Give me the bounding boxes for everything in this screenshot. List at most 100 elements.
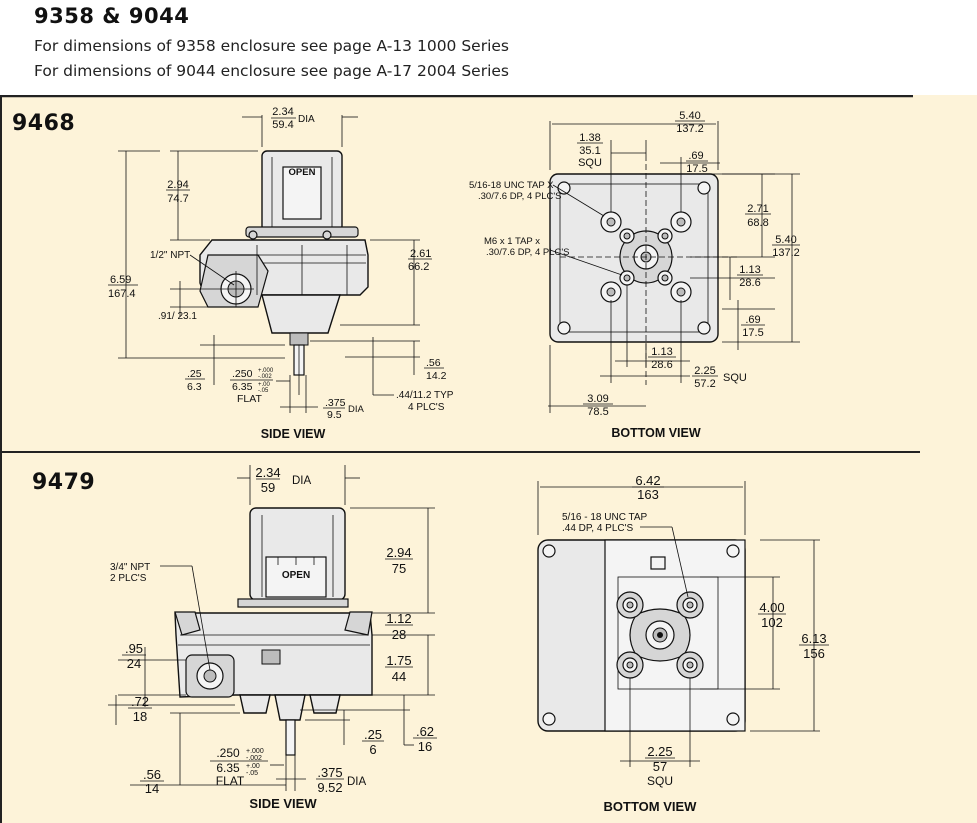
svg-text:137.2: 137.2 — [676, 123, 704, 135]
svg-text:.250: .250 — [216, 746, 240, 760]
svg-text:-.05: -.05 — [246, 770, 258, 777]
svg-text:1.12: 1.12 — [386, 611, 411, 626]
svg-text:66.2: 66.2 — [408, 261, 429, 273]
svg-text:6.59: 6.59 — [110, 274, 131, 286]
svg-text:.91/ 23.1: .91/ 23.1 — [158, 311, 197, 322]
svg-text:2.34: 2.34 — [272, 106, 293, 118]
svg-text:+.000: +.000 — [246, 748, 264, 755]
tap-holes — [616, 591, 704, 679]
enclosure-note-9358: For dimensions of 9358 enclosure see pag… — [34, 37, 510, 55]
svg-text:.375: .375 — [317, 765, 342, 780]
side-view-9479: OPEN 2.34 59 DIA — [108, 465, 437, 796]
svg-text:.69: .69 — [745, 314, 760, 326]
svg-text:+.000: +.000 — [258, 368, 274, 374]
svg-text:+.00: +.00 — [246, 763, 260, 770]
svg-text:+.00: +.00 — [258, 382, 271, 388]
svg-text:9.5: 9.5 — [327, 409, 342, 421]
model-title-9479: 9479 — [32, 470, 96, 495]
svg-text:2.94: 2.94 — [167, 179, 188, 191]
svg-text:.25: .25 — [187, 368, 202, 380]
tap-holes-5-16 — [600, 211, 692, 303]
svg-text:2.71: 2.71 — [747, 203, 768, 215]
svg-text:4 PLC'S: 4 PLC'S — [408, 402, 445, 413]
svg-text:68.8: 68.8 — [747, 217, 768, 229]
drawing-panel: OPEN 2.34 59 — [0, 95, 977, 823]
svg-text:.44/11.2 TYP: .44/11.2 TYP — [396, 390, 454, 401]
svg-text:28.6: 28.6 — [739, 277, 760, 289]
svg-text:.25: .25 — [364, 727, 382, 742]
svg-text:24: 24 — [127, 656, 141, 671]
svg-text:-.05: -.05 — [258, 388, 269, 394]
svg-text:.69: .69 — [688, 150, 703, 162]
svg-text:.62: .62 — [416, 724, 434, 739]
svg-text:16: 16 — [418, 739, 432, 754]
svg-text:SQU: SQU — [578, 157, 602, 169]
svg-text:2.94: 2.94 — [386, 545, 411, 560]
svg-text:6.42: 6.42 — [635, 473, 660, 488]
svg-text:3/4" NPT: 3/4" NPT — [110, 562, 150, 573]
svg-text:156: 156 — [803, 646, 825, 661]
svg-text:2.25: 2.25 — [647, 744, 672, 759]
svg-text:5/16-18 UNC TAP X: 5/16-18 UNC TAP X — [469, 180, 554, 191]
svg-text:167.4: 167.4 — [108, 288, 136, 300]
svg-text:-.002: -.002 — [246, 755, 262, 762]
svg-text:102: 102 — [761, 615, 783, 630]
svg-text:78.5: 78.5 — [587, 406, 608, 418]
svg-text:3.09: 3.09 — [587, 393, 608, 405]
svg-text:1.38: 1.38 — [579, 132, 600, 144]
svg-text:1.13: 1.13 — [651, 346, 672, 358]
svg-text:DIA: DIA — [348, 404, 365, 415]
svg-text:6.35: 6.35 — [216, 761, 240, 775]
svg-text:5/16 - 18 UNC TAP: 5/16 - 18 UNC TAP — [562, 512, 648, 523]
svg-text:6.35: 6.35 — [232, 381, 253, 393]
svg-text:6: 6 — [369, 742, 376, 757]
svg-text:5.40: 5.40 — [679, 110, 700, 122]
svg-text:9.52: 9.52 — [317, 780, 342, 795]
drawings-canvas: OPEN 2.34 59 — [0, 95, 920, 823]
svg-text:.56: .56 — [426, 357, 441, 369]
svg-text:DIA: DIA — [347, 776, 367, 788]
svg-text:4.00: 4.00 — [759, 600, 784, 615]
svg-text:59: 59 — [261, 480, 275, 495]
bottom-view-9468: 5.40 137.2 1.38 35.1 SQU .69 17.5 5/16-1… — [469, 110, 800, 418]
svg-text:28.6: 28.6 — [651, 359, 672, 371]
svg-text:DIA: DIA — [298, 114, 315, 125]
svg-text:137.2: 137.2 — [772, 247, 800, 259]
svg-text:-.002: -.002 — [258, 374, 272, 380]
svg-text:57.2: 57.2 — [694, 378, 715, 390]
open-window — [282, 166, 322, 220]
svg-text:.250: .250 — [232, 368, 253, 380]
svg-text:17.5: 17.5 — [742, 327, 763, 339]
svg-text:6.13: 6.13 — [801, 631, 826, 646]
enclosure-note-9044: For dimensions of 9044 enclosure see pag… — [34, 62, 510, 80]
svg-text:57: 57 — [653, 759, 667, 774]
svg-text:.95: .95 — [125, 641, 143, 656]
svg-text:.375: .375 — [325, 397, 346, 409]
svg-text:1.75: 1.75 — [386, 653, 411, 668]
page-title: 9358 & 9044 — [34, 4, 190, 28]
svg-text:14: 14 — [145, 781, 159, 796]
side-view-label-9479: SIDE VIEW — [249, 796, 317, 811]
svg-text:75: 75 — [392, 561, 406, 576]
svg-text:.72: .72 — [131, 694, 149, 709]
svg-text:.30/7.6 DP, 4 PLC'S: .30/7.6 DP, 4 PLC'S — [478, 191, 562, 202]
svg-text:DIA: DIA — [292, 475, 312, 487]
open-label: OPEN — [282, 570, 310, 581]
bottom-view-9479: 6.42 163 5/16 - 18 UNC TAP .44 DP, 4 PLC… — [537, 473, 829, 788]
bottom-view-label-9479: BOTTOM VIEW — [604, 799, 698, 814]
svg-text:2.61: 2.61 — [410, 248, 431, 260]
svg-text:.44 DP, 4 PLC'S: .44 DP, 4 PLC'S — [562, 523, 634, 534]
svg-text:.56: .56 — [143, 767, 161, 782]
svg-text:5.40: 5.40 — [775, 234, 796, 246]
svg-text:FLAT: FLAT — [237, 393, 262, 405]
svg-text:SQU: SQU — [647, 774, 673, 788]
tap-holes-m6 — [619, 228, 673, 286]
svg-text:59.4: 59.4 — [272, 119, 293, 131]
svg-text:74.7: 74.7 — [167, 193, 188, 205]
svg-text:1.13: 1.13 — [739, 264, 760, 276]
svg-text:1/2" NPT: 1/2" NPT — [150, 250, 190, 261]
svg-text:2 PLC'S: 2 PLC'S — [110, 573, 147, 584]
svg-text:SQU: SQU — [723, 372, 747, 384]
svg-text:FLAT: FLAT — [216, 774, 245, 788]
